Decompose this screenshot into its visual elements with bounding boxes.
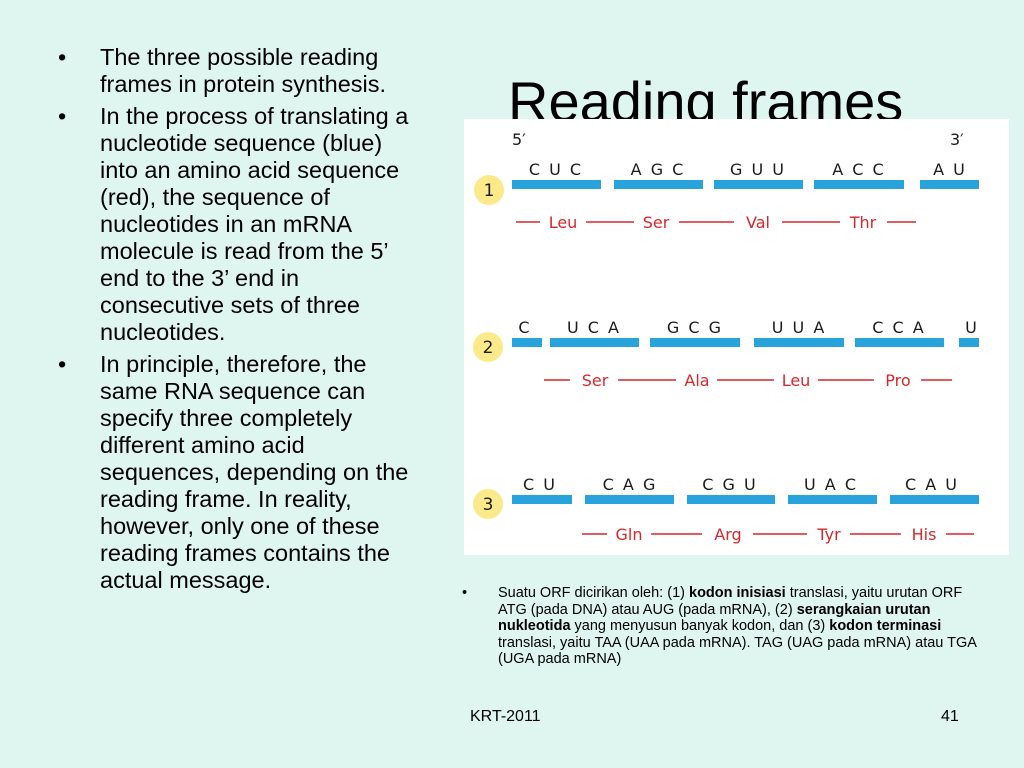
bold-term: serangkaian urutan nukleotida: [498, 601, 931, 635]
codon-bar: [614, 180, 703, 189]
main-bullet-list: •The three possible reading frames in pr…: [58, 44, 418, 599]
bold-term: kodon terminasi: [829, 618, 942, 634]
codon-label: A U: [933, 160, 967, 179]
five-prime-label: 5′: [512, 130, 526, 149]
codon-label: C A G: [603, 475, 658, 494]
reading-frames-figure: 5′ 3′ 1 C U C A G C G U U A C C A U Leu …: [464, 119, 1009, 555]
frame-2-badge: [473, 332, 503, 362]
three-prime-label: 3′: [950, 130, 964, 149]
codon-label: C U C: [529, 160, 583, 179]
codon-bar: [754, 338, 844, 347]
codon-label: C C A: [872, 318, 925, 337]
amino-acid-label: Ser: [643, 213, 670, 232]
amino-acid-label: Leu: [549, 213, 578, 232]
amino-acid-label: Leu: [782, 371, 811, 390]
frame-2-number: 2: [483, 338, 494, 358]
codon-label: G C G: [667, 318, 723, 337]
codon-label: A C C: [832, 160, 885, 179]
codon-bar: [512, 180, 601, 189]
codon-bar: [959, 338, 979, 347]
bullet-item: •In principle, therefore, the same RNA s…: [58, 351, 409, 593]
codon-bar: [855, 338, 944, 347]
codon-label: C U: [523, 475, 557, 494]
bullet-item: •In the process of translating a nucleot…: [58, 103, 409, 345]
codon-bar: [714, 180, 803, 189]
bold-term: kodon inisiasi: [689, 585, 786, 601]
orf-note-list: •Suatu ORF dicirikan oleh: (1) kodon ini…: [462, 585, 982, 668]
amino-acid-label: Val: [746, 213, 770, 232]
amino-acid-label: Tyr: [816, 525, 841, 544]
amino-acid-label: Ala: [684, 371, 709, 390]
codon-bar: [650, 338, 740, 347]
codon-bar: [550, 338, 639, 347]
amino-acid-label: Gln: [616, 525, 643, 544]
slide-number: 41: [941, 708, 959, 725]
frame-2-codon-bars: [512, 338, 979, 347]
codon-label: U U A: [772, 318, 827, 337]
codon-bar: [814, 180, 904, 189]
amino-acid-label: Arg: [714, 525, 741, 544]
frame-3-codon-bars: [512, 495, 979, 504]
codon-label: U C A: [567, 318, 621, 337]
codon-bar: [788, 495, 877, 504]
codon-label: C G U: [702, 475, 757, 494]
codon-bar: [585, 495, 674, 504]
reading-frames-diagram: 5′ 3′ 1 C U C A G C G U U A C C A U Leu …: [473, 130, 979, 544]
frame-1-codon-bars: [512, 180, 979, 189]
frame-1-number: 1: [484, 181, 495, 201]
amino-acid-label: Thr: [849, 213, 877, 232]
codon-bar: [920, 180, 979, 189]
amino-acid-label: His: [912, 525, 937, 544]
slide-title: Reading frames: [508, 70, 904, 122]
codon-bar: [687, 495, 775, 504]
frame-3-number: 3: [483, 495, 494, 515]
orf-note: •Suatu ORF dicirikan oleh: (1) kodon ini…: [462, 585, 977, 667]
codon-bar: [512, 338, 542, 347]
codon-label: U A C: [804, 475, 858, 494]
amino-acid-label: Pro: [885, 371, 910, 390]
footer-author: KRT-2011: [470, 708, 541, 725]
codon-bar: [512, 495, 572, 504]
codon-bar: [890, 495, 979, 504]
bullet-item: •The three possible reading frames in pr…: [58, 44, 387, 97]
codon-label: A G C: [631, 160, 686, 179]
codon-label: G U U: [730, 160, 786, 179]
frame-1-badge: [474, 175, 504, 205]
codon-label: C A U: [905, 475, 959, 494]
amino-acid-label: Ser: [582, 371, 609, 390]
codon-label: C: [518, 318, 531, 337]
frame-3-badge: [473, 489, 503, 519]
codon-label: U: [965, 318, 979, 337]
